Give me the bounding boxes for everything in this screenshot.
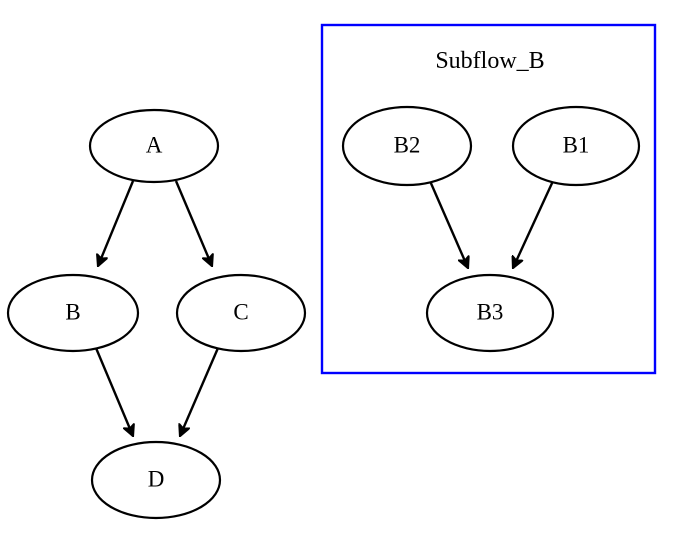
node-c[interactable]: C bbox=[175, 273, 307, 353]
node-shape bbox=[341, 105, 473, 187]
edge-line bbox=[513, 180, 555, 268]
edge-line bbox=[428, 180, 468, 268]
node-a[interactable]: A bbox=[88, 108, 220, 184]
edge-line bbox=[180, 347, 220, 436]
node-b2[interactable]: B2 bbox=[341, 105, 473, 187]
node-d[interactable]: D bbox=[90, 440, 222, 520]
edge-line bbox=[98, 180, 135, 266]
node-shape bbox=[90, 440, 222, 520]
node-b3[interactable]: B3 bbox=[425, 273, 555, 353]
node-shape bbox=[175, 273, 307, 353]
edge-b1-b3[interactable] bbox=[513, 180, 555, 268]
edge-line bbox=[174, 180, 212, 266]
cluster-label: Subflow_B bbox=[435, 48, 544, 74]
node-b1[interactable]: B1 bbox=[511, 105, 641, 187]
edge-a-b[interactable] bbox=[98, 180, 135, 266]
edge-a-c[interactable] bbox=[174, 180, 212, 266]
node-label: D bbox=[148, 466, 165, 491]
edge-c-d[interactable] bbox=[180, 347, 220, 436]
node-shape bbox=[88, 108, 220, 184]
edge-b-d[interactable] bbox=[94, 347, 133, 436]
node-shape bbox=[511, 105, 641, 187]
node-label: B2 bbox=[394, 132, 421, 157]
cluster-subflow-b[interactable]: Subflow_B bbox=[320, 23, 657, 375]
node-b[interactable]: B bbox=[6, 273, 140, 353]
node-label: B1 bbox=[563, 132, 590, 157]
cluster-border bbox=[320, 23, 657, 375]
node-label: B3 bbox=[477, 299, 504, 324]
node-shape bbox=[6, 273, 140, 353]
node-label: A bbox=[146, 132, 163, 157]
node-label: C bbox=[233, 299, 248, 324]
edge-line bbox=[94, 347, 133, 436]
edge-b2-b3[interactable] bbox=[428, 180, 468, 268]
node-shape bbox=[425, 273, 555, 353]
node-label: B bbox=[65, 299, 80, 324]
